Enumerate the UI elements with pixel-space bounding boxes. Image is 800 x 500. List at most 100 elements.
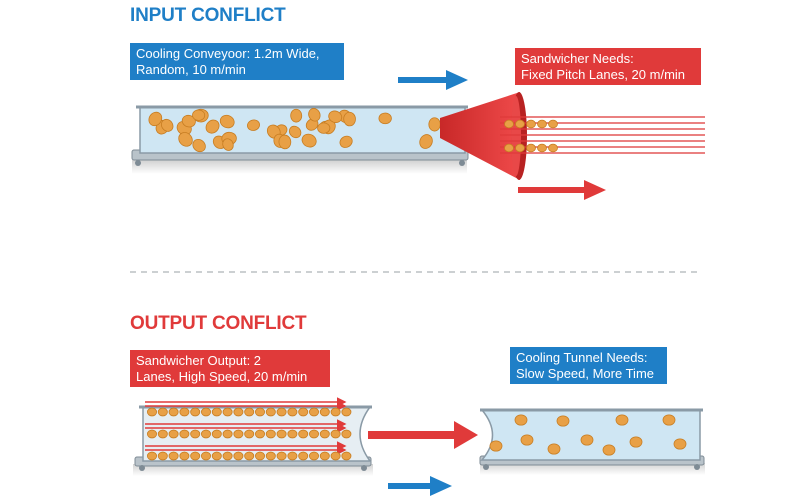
product-item — [233, 451, 244, 461]
product-item — [308, 407, 319, 417]
product-item — [308, 108, 321, 122]
product-item — [222, 138, 234, 151]
product-item — [556, 415, 570, 427]
product-item — [190, 407, 201, 417]
product-item — [179, 407, 190, 417]
product-item — [547, 443, 561, 455]
sandwicher-output-callout: Sandwicher Output: 2 Lanes, High Speed, … — [130, 350, 330, 387]
product-item — [330, 451, 341, 461]
product-item — [343, 111, 356, 127]
callout-line: Lanes, High Speed, 20 m/min — [136, 369, 308, 384]
product-item — [276, 451, 287, 461]
product-item — [330, 429, 341, 439]
product-item — [190, 429, 201, 439]
product-item — [580, 434, 594, 446]
product-item — [146, 451, 157, 461]
cooling-tunnel-callout: Cooling Tunnel Needs: Slow Speed, More T… — [510, 347, 667, 384]
product-item — [378, 112, 392, 125]
product-item — [341, 451, 352, 461]
product-item — [219, 114, 235, 129]
product-item — [211, 429, 222, 439]
product-item — [244, 407, 255, 417]
product-item — [287, 451, 298, 461]
fixed-pitch-lanes — [500, 116, 705, 154]
product-item — [276, 407, 287, 417]
product-item — [247, 119, 260, 131]
cooling-tunnel — [479, 408, 705, 470]
product-item — [254, 451, 265, 461]
product-item — [548, 143, 558, 153]
product-item — [520, 434, 534, 446]
output-flow-arrow-red — [368, 421, 478, 449]
product-item — [211, 451, 222, 461]
callout-line: Cooling Tunnel Needs: — [516, 350, 648, 365]
product-item — [192, 138, 206, 153]
product-item — [200, 451, 211, 461]
product-item — [662, 414, 676, 426]
product-item — [298, 407, 309, 417]
product-item — [428, 117, 441, 132]
input-flow-arrow-blue — [398, 70, 468, 90]
product-item — [200, 429, 211, 439]
product-item — [168, 407, 179, 417]
product-item — [146, 429, 157, 439]
product-item — [222, 407, 233, 417]
product-item — [319, 407, 330, 417]
product-item — [278, 134, 292, 150]
product-item — [179, 429, 190, 439]
input-conflict-heading: INPUT CONFLICT — [130, 5, 286, 26]
sandwicher-output-conveyor — [134, 405, 372, 471]
product-item — [265, 429, 276, 439]
input-flow-arrow-red — [518, 180, 606, 200]
callout-line: Fixed Pitch Lanes, 20 m/min — [521, 67, 686, 82]
product-item — [148, 111, 163, 127]
product-item — [222, 429, 233, 439]
product-item — [192, 109, 206, 121]
product-item — [298, 429, 309, 439]
product-item — [548, 119, 558, 129]
product-item — [288, 125, 302, 139]
product-item — [211, 407, 222, 417]
product-item — [515, 143, 525, 153]
sandwicher-needs-callout: Sandwicher Needs: Fixed Pitch Lanes, 20 … — [515, 48, 701, 85]
product-item — [181, 114, 196, 128]
product-item — [504, 143, 514, 153]
callout-line: Cooling Conveyoor: 1.2m Wide, — [136, 46, 320, 61]
output-flow-arrow-blue — [388, 476, 452, 496]
product-item — [339, 135, 353, 148]
product-item — [515, 119, 525, 129]
product-item — [537, 143, 547, 153]
product-item — [419, 134, 433, 149]
product-item — [330, 407, 341, 417]
product-item — [673, 438, 687, 450]
product-item — [205, 119, 220, 134]
product-item — [233, 407, 244, 417]
product-item — [254, 429, 265, 439]
product-item — [341, 407, 352, 417]
product-item — [602, 444, 616, 456]
product-item — [537, 119, 547, 129]
product-item — [328, 110, 343, 123]
product-item — [629, 436, 643, 448]
product-item — [146, 407, 157, 417]
product-item — [298, 451, 309, 461]
callout-line: Random, 10 m/min — [136, 62, 246, 77]
product-item — [190, 451, 201, 461]
product-item — [308, 429, 319, 439]
product-item — [341, 429, 352, 439]
product-item — [308, 451, 319, 461]
product-item — [526, 119, 536, 129]
product-item — [504, 119, 514, 129]
product-item — [157, 429, 168, 439]
callout-line: Sandwicher Needs: — [521, 51, 634, 66]
product-item — [301, 133, 317, 148]
callout-line: Slow Speed, More Time — [516, 366, 655, 381]
product-item — [276, 429, 287, 439]
output-conflict-heading: OUTPUT CONFLICT — [130, 313, 307, 334]
cooling-conveyor-callout: Cooling Conveyoor: 1.2m Wide, Random, 10… — [130, 43, 344, 80]
product-item — [178, 132, 193, 147]
product-item — [233, 429, 244, 439]
product-item — [157, 407, 168, 417]
product-item — [157, 451, 168, 461]
